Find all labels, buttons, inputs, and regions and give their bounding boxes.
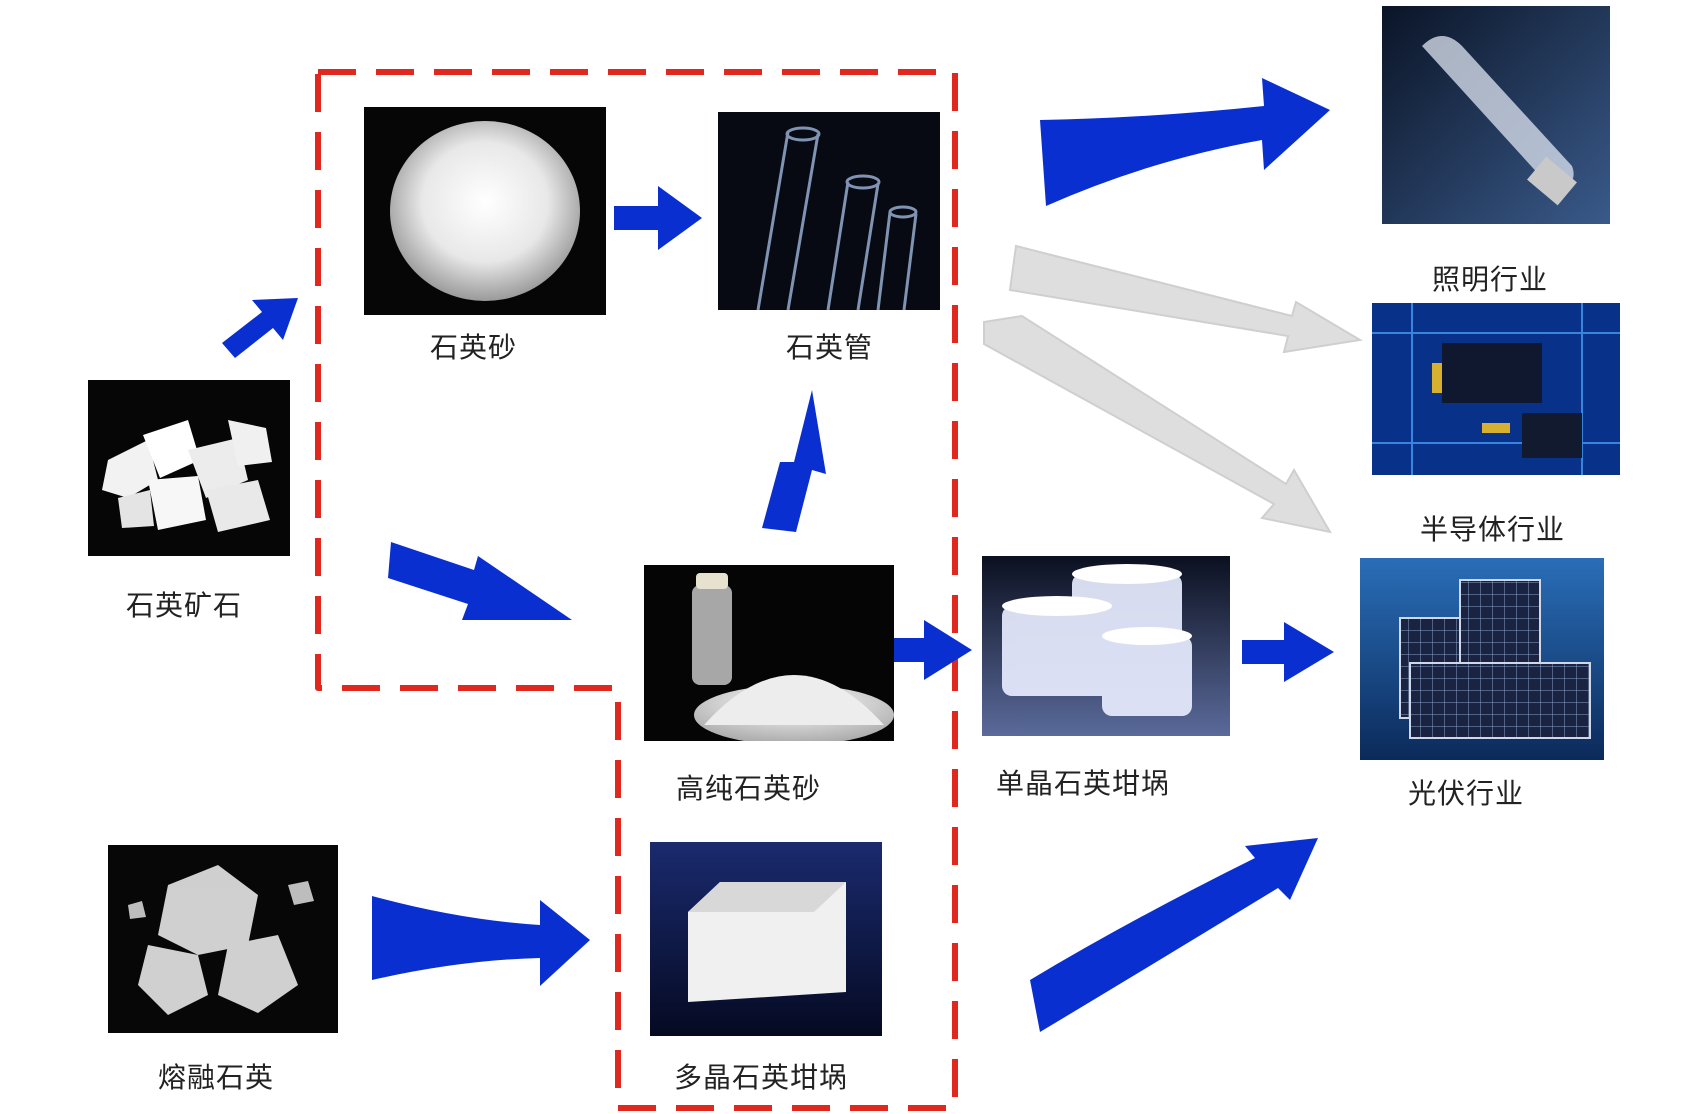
arrow-fused-to-poly <box>372 896 590 986</box>
quartz-tube-photo-icon <box>718 112 940 310</box>
arrow-hp-sand-to-mono <box>884 620 972 680</box>
poly-crystal-crucible-label: 多晶石英坩埚 <box>674 1061 849 1094</box>
fused-quartz-photo <box>108 845 338 1033</box>
arrow-ore-to-hp-sand <box>388 542 572 620</box>
high-purity-quartz-sand-label: 高纯石英砂 <box>676 772 822 805</box>
high-purity-quartz-sand-photo-icon <box>644 565 894 741</box>
poly-crystal-crucible-photo <box>650 842 882 1036</box>
quartz-ore-photo <box>88 380 290 556</box>
mono-crystal-crucible-photo <box>982 556 1230 736</box>
mono-crystal-crucible-label: 单晶石英坩埚 <box>996 767 1171 800</box>
quartz-tube-label: 石英管 <box>786 331 874 364</box>
arrow-hp-sand-to-tube <box>762 390 826 532</box>
high-purity-scope-boundary <box>315 69 958 1111</box>
quartz-tube-photo <box>718 112 940 310</box>
arrow-ore-to-sand <box>222 298 298 358</box>
arrow-poly-to-pv <box>1030 838 1318 1032</box>
semiconductor-label: 半导体行业 <box>1420 513 1566 546</box>
high-purity-quartz-sand-photo <box>644 565 894 741</box>
quartz-sand-label: 石英砂 <box>430 331 518 364</box>
arrow-tube-to-semiconductor <box>1008 244 1363 354</box>
photovoltaic-label: 光伏行业 <box>1408 777 1525 810</box>
solar-panel-photo <box>1360 558 1604 760</box>
lamp-photo <box>1382 6 1610 224</box>
lamp-photo-icon <box>1382 6 1610 224</box>
arrow-mono-to-pv <box>1242 622 1334 682</box>
mono-crystal-crucible-photo-icon <box>982 556 1230 736</box>
arrow-sand-to-tube <box>614 186 702 250</box>
lighting-label: 照明行业 <box>1432 263 1549 296</box>
quartz-sand-photo <box>364 107 606 315</box>
fused-quartz-photo-icon <box>108 845 338 1033</box>
quartz-ore-label: 石英矿石 <box>126 589 243 622</box>
arrow-tube-to-pv <box>983 314 1332 534</box>
arrow-tube-to-lighting <box>1040 78 1330 206</box>
circuit-board-photo <box>1372 303 1620 475</box>
poly-crystal-crucible-photo-icon <box>650 842 882 1036</box>
solar-panel-photo-icon <box>1360 558 1604 760</box>
fused-quartz-label: 熔融石英 <box>158 1061 275 1094</box>
circuit-board-photo-icon <box>1372 303 1620 475</box>
quartz-ore-photo-icon <box>88 380 290 556</box>
quartz-sand-photo-icon <box>364 107 606 315</box>
